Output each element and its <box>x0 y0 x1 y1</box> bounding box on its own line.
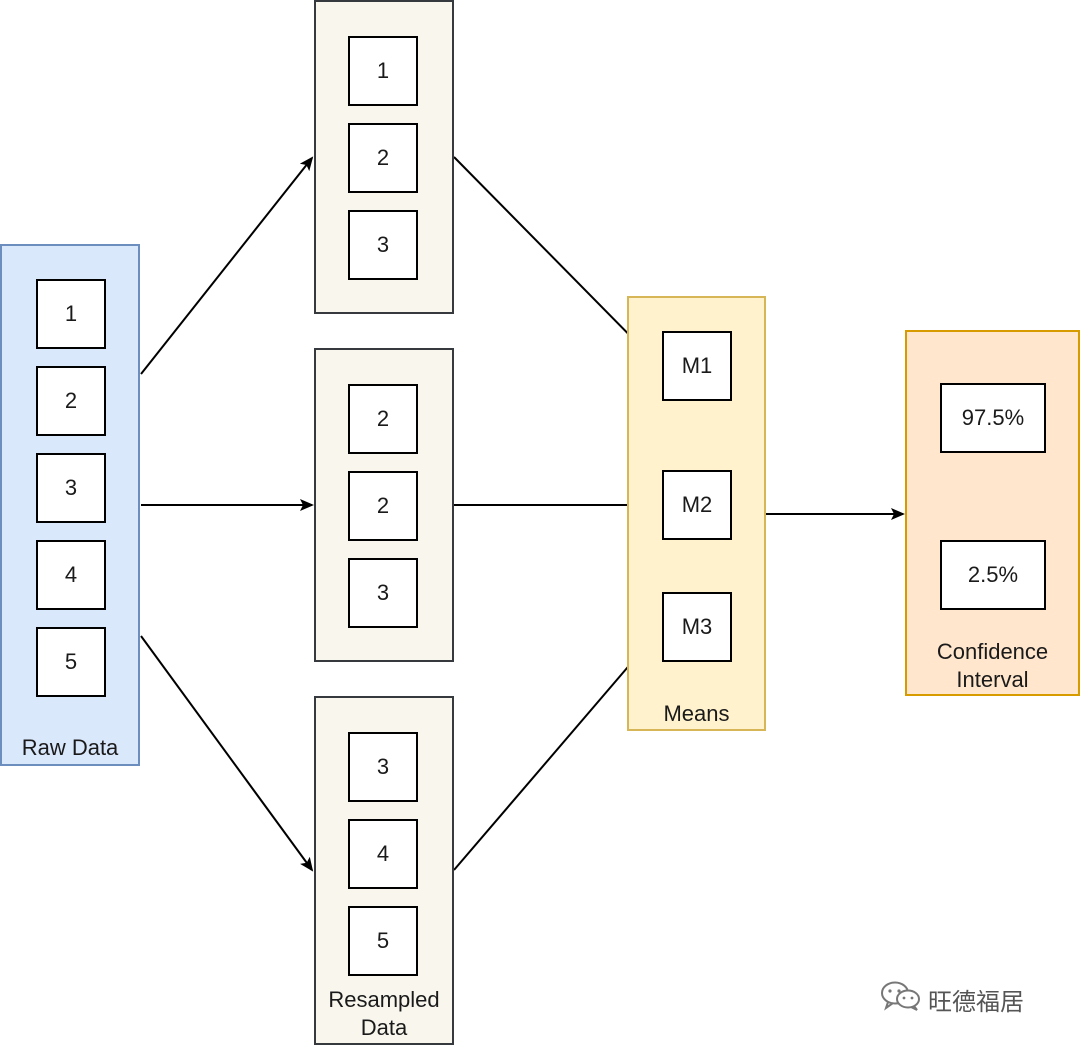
resample-item: 2 <box>348 384 418 454</box>
resample-item: 3 <box>348 558 418 628</box>
raw-data-group: 1 2 3 4 5 Raw Data <box>0 244 140 766</box>
resample-group-3: 3 4 5 Resampled Data <box>314 696 454 1045</box>
raw-data-item: 1 <box>36 279 106 349</box>
confidence-interval-group: 97.5% 2.5% Confidence Interval <box>905 330 1080 696</box>
raw-data-item: 2 <box>36 366 106 436</box>
wechat-icon <box>880 980 922 1019</box>
resample-item: 3 <box>348 732 418 802</box>
resampled-data-label: Resampled Data <box>328 987 440 1040</box>
raw-data-label: Raw Data <box>21 735 119 760</box>
resample-item: 2 <box>348 471 418 541</box>
resample-item: 1 <box>348 36 418 106</box>
arrow-raw-to-resample-1 <box>140 156 314 375</box>
ci-upper-bound: 97.5% <box>940 383 1046 453</box>
confidence-interval-label: Confidence Interval <box>936 639 1049 692</box>
mean-item: M2 <box>662 470 732 540</box>
resample-group-2: 2 2 3 <box>314 348 454 662</box>
raw-data-item: 4 <box>36 540 106 610</box>
resample-group-1: 1 2 3 <box>314 0 454 314</box>
resample-item: 5 <box>348 906 418 976</box>
watermark-text: 旺德福居 <box>928 989 1024 1016</box>
arrow-resample-1-to-m1 <box>453 156 661 367</box>
means-group: M1 M2 M3 Means <box>627 296 766 731</box>
raw-data-item: 3 <box>36 453 106 523</box>
raw-data-item: 5 <box>36 627 106 697</box>
mean-item: M1 <box>662 331 732 401</box>
resample-item: 4 <box>348 819 418 889</box>
ci-lower-bound: 2.5% <box>940 540 1046 610</box>
watermark: 旺德福居 <box>880 980 1024 1019</box>
resample-item: 3 <box>348 210 418 280</box>
resample-item: 2 <box>348 123 418 193</box>
mean-item: M3 <box>662 592 732 662</box>
arrow-raw-to-resample-3 <box>140 635 314 872</box>
means-label: Means <box>663 701 730 726</box>
